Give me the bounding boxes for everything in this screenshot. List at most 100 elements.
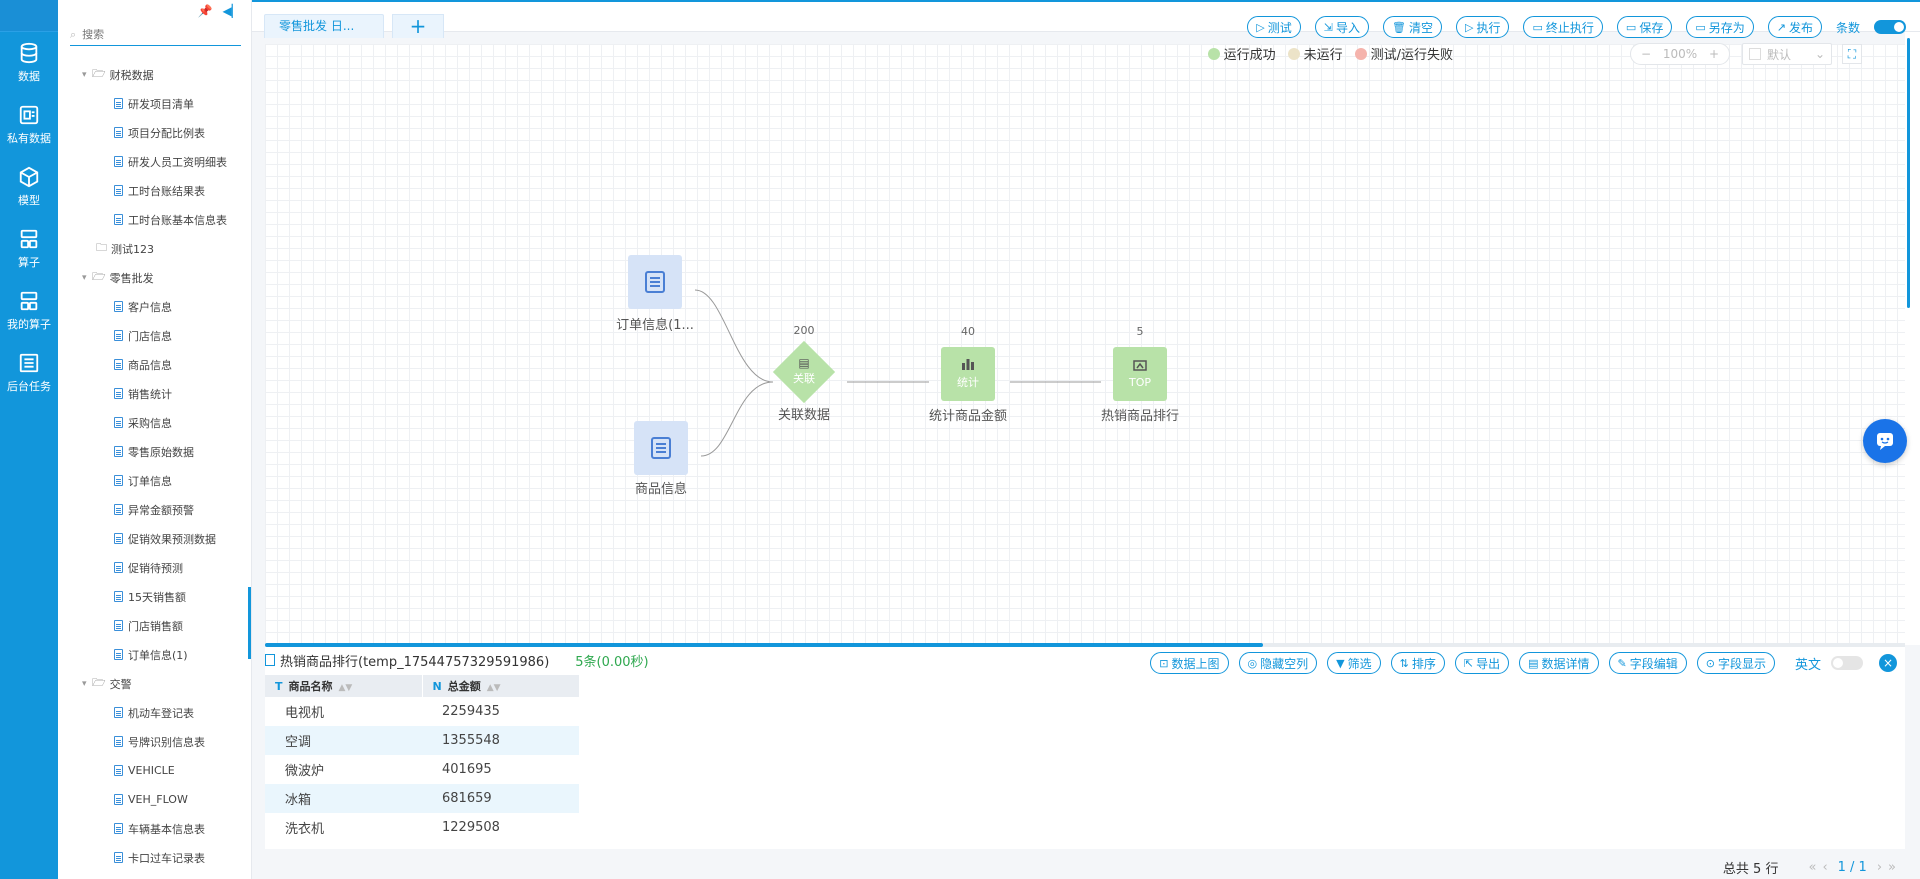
tree-search-input[interactable] — [82, 28, 223, 41]
tree-item[interactable]: 项目分配比例表 — [58, 118, 251, 147]
tree-item[interactable]: 工时台账结果表 — [58, 176, 251, 205]
node-order-info[interactable]: 订单信息(1... — [616, 255, 694, 333]
column-title: 商品名称 — [288, 680, 333, 693]
tree-item[interactable]: 销售统计 — [58, 379, 251, 408]
rail-item-private-data[interactable]: 私有数据 — [0, 94, 58, 156]
tree-scrollbar[interactable] — [248, 587, 251, 659]
scroll-thumb[interactable] — [265, 643, 1263, 647]
tree-item[interactable]: 异常金额预警 — [58, 495, 251, 524]
tree-item[interactable]: 研发项目清单 — [58, 89, 251, 118]
join-node-inner: ▤ 关联 — [780, 356, 828, 386]
rail-item-model[interactable]: 模型 — [0, 156, 58, 218]
rail-header — [0, 0, 58, 32]
tree-item[interactable]: 号牌识别信息表 — [58, 727, 251, 756]
clear-button[interactable]: 🗑清空 — [1383, 16, 1442, 38]
rail-item-operator[interactable]: 算子 — [0, 218, 58, 280]
tree-item[interactable]: 商品信息 — [58, 350, 251, 379]
canvas-horizontal-scrollbar[interactable] — [265, 643, 1905, 647]
import-button[interactable]: ⇲导入 — [1314, 16, 1370, 38]
hide-empty-columns-button[interactable]: ◎隐藏空列 — [1238, 652, 1318, 674]
tree-item[interactable]: 工时台账基本信息表 — [58, 205, 251, 234]
tree-item[interactable]: 卡口过车记录表 — [58, 843, 251, 872]
tree-item[interactable]: 研发人员工资明细表 — [58, 147, 251, 176]
result-header: 热销商品排行(temp_17544757329591986) 5条(0.00秒) — [265, 647, 1905, 673]
publish-button[interactable]: ↗发布 — [1767, 16, 1822, 38]
close-panel-button[interactable]: × — [1879, 654, 1897, 672]
tree-item[interactable]: 促销待预测 — [58, 553, 251, 582]
field-edit-button[interactable]: ✎字段编辑 — [1608, 652, 1687, 674]
tree-item[interactable]: 采购信息 — [58, 408, 251, 437]
data-detail-button[interactable]: ▤数据详情 — [1519, 652, 1599, 674]
rail-item-data[interactable]: 数据 — [0, 32, 58, 94]
sort-icon[interactable]: ▲▼ — [486, 683, 501, 693]
workflow-canvas[interactable] — [265, 44, 1905, 645]
table-icon — [114, 417, 123, 428]
tree-item[interactable]: VEH_FLOW — [58, 785, 251, 814]
tree-item[interactable]: VEHICLE — [58, 756, 251, 785]
tree-item[interactable]: 机动车登记表 — [58, 698, 251, 727]
node-join-data[interactable]: 200 ▤ 关联 关联数据 — [772, 324, 836, 423]
tree-item[interactable]: 促销效果预测数据 — [58, 524, 251, 553]
tab-workflow[interactable]: 零售批发 日... — [264, 14, 384, 38]
save-button[interactable]: ▭保存 — [1616, 16, 1673, 38]
rail-item-background-tasks[interactable]: 后台任务 — [0, 342, 58, 404]
filter-button[interactable]: ▼筛选 — [1327, 652, 1381, 674]
tree-item[interactable]: 客户信息 — [58, 292, 251, 321]
first-page-button[interactable]: « — [1808, 860, 1817, 875]
sort-button[interactable]: ⇅排序 — [1390, 652, 1445, 674]
canvas-scrollbar[interactable] — [1907, 38, 1910, 308]
stop-execute-button[interactable]: ▭终止执行 — [1523, 16, 1603, 38]
top-rank-icon — [1133, 359, 1147, 371]
database-icon — [20, 42, 38, 64]
tree-item[interactable]: 订单信息 — [58, 466, 251, 495]
tree-item[interactable]: 车辆基本信息表 — [58, 814, 251, 843]
tree-folder[interactable]: ▾🗁交警 — [58, 669, 251, 698]
test-button[interactable]: ▷测试 — [1247, 16, 1301, 38]
node-top-products[interactable]: 5 TOP 热销商品排行 — [1101, 325, 1179, 424]
tree-folder[interactable]: ▾🗁零售批发 — [58, 263, 251, 292]
sort-icon[interactable]: ▲▼ — [338, 683, 353, 693]
cell-product-name: 微波炉 — [285, 764, 325, 779]
node-product-info[interactable]: 商品信息 — [634, 421, 688, 497]
tree-folder[interactable]: 🗀测试123 — [58, 234, 251, 263]
fullscreen-button[interactable]: ⛶ — [1842, 44, 1862, 64]
rail-label: 后台任务 — [7, 380, 51, 393]
export-button[interactable]: ⇱导出 — [1454, 652, 1510, 674]
last-page-button[interactable]: » — [1888, 860, 1896, 875]
tree-item[interactable]: 订单信息(1) — [58, 640, 251, 669]
count-toggle[interactable] — [1874, 20, 1906, 34]
chart-data-button[interactable]: ⊡数据上图 — [1150, 652, 1229, 674]
node-stats-amount[interactable]: 40 统计 统计商品金额 — [929, 325, 1007, 424]
next-page-button[interactable]: › — [1876, 860, 1883, 875]
tree-item[interactable]: 门店信息 — [58, 321, 251, 350]
prev-page-button[interactable]: ‹ — [1822, 860, 1828, 875]
node-label: 热销商品排行 — [1100, 409, 1180, 424]
pin-icon[interactable]: 📌 — [197, 4, 213, 18]
tree-item[interactable]: 门店销售额 — [58, 611, 251, 640]
rail-item-my-operator[interactable]: 我的算子 — [0, 280, 58, 342]
zoom-control: − 100% + — [1630, 43, 1730, 65]
english-toggle[interactable] — [1831, 656, 1863, 670]
chat-assistant-button[interactable] — [1863, 419, 1907, 463]
execute-button[interactable]: ▷执行 — [1456, 16, 1510, 38]
collapse-panel-icon[interactable]: ◀▏ — [222, 4, 241, 18]
tree-item[interactable]: 15天销售额 — [58, 582, 251, 611]
add-tab-button[interactable]: + — [392, 14, 444, 38]
field-display-button[interactable]: ⊙字段显示 — [1696, 652, 1775, 674]
zoom-in-button[interactable]: + — [1708, 47, 1719, 61]
view-select[interactable]: 默认 ⌄ — [1742, 43, 1832, 65]
tree-item[interactable]: 零售原始数据 — [58, 437, 251, 466]
save-as-icon: ▭ — [1695, 20, 1706, 34]
zoom-out-button[interactable]: − — [1641, 47, 1652, 61]
button-label: 排序 — [1411, 656, 1436, 671]
tree-folder[interactable]: ▾🗁财税数据 — [58, 60, 251, 89]
save-as-button[interactable]: ▭另存为 — [1686, 16, 1754, 38]
